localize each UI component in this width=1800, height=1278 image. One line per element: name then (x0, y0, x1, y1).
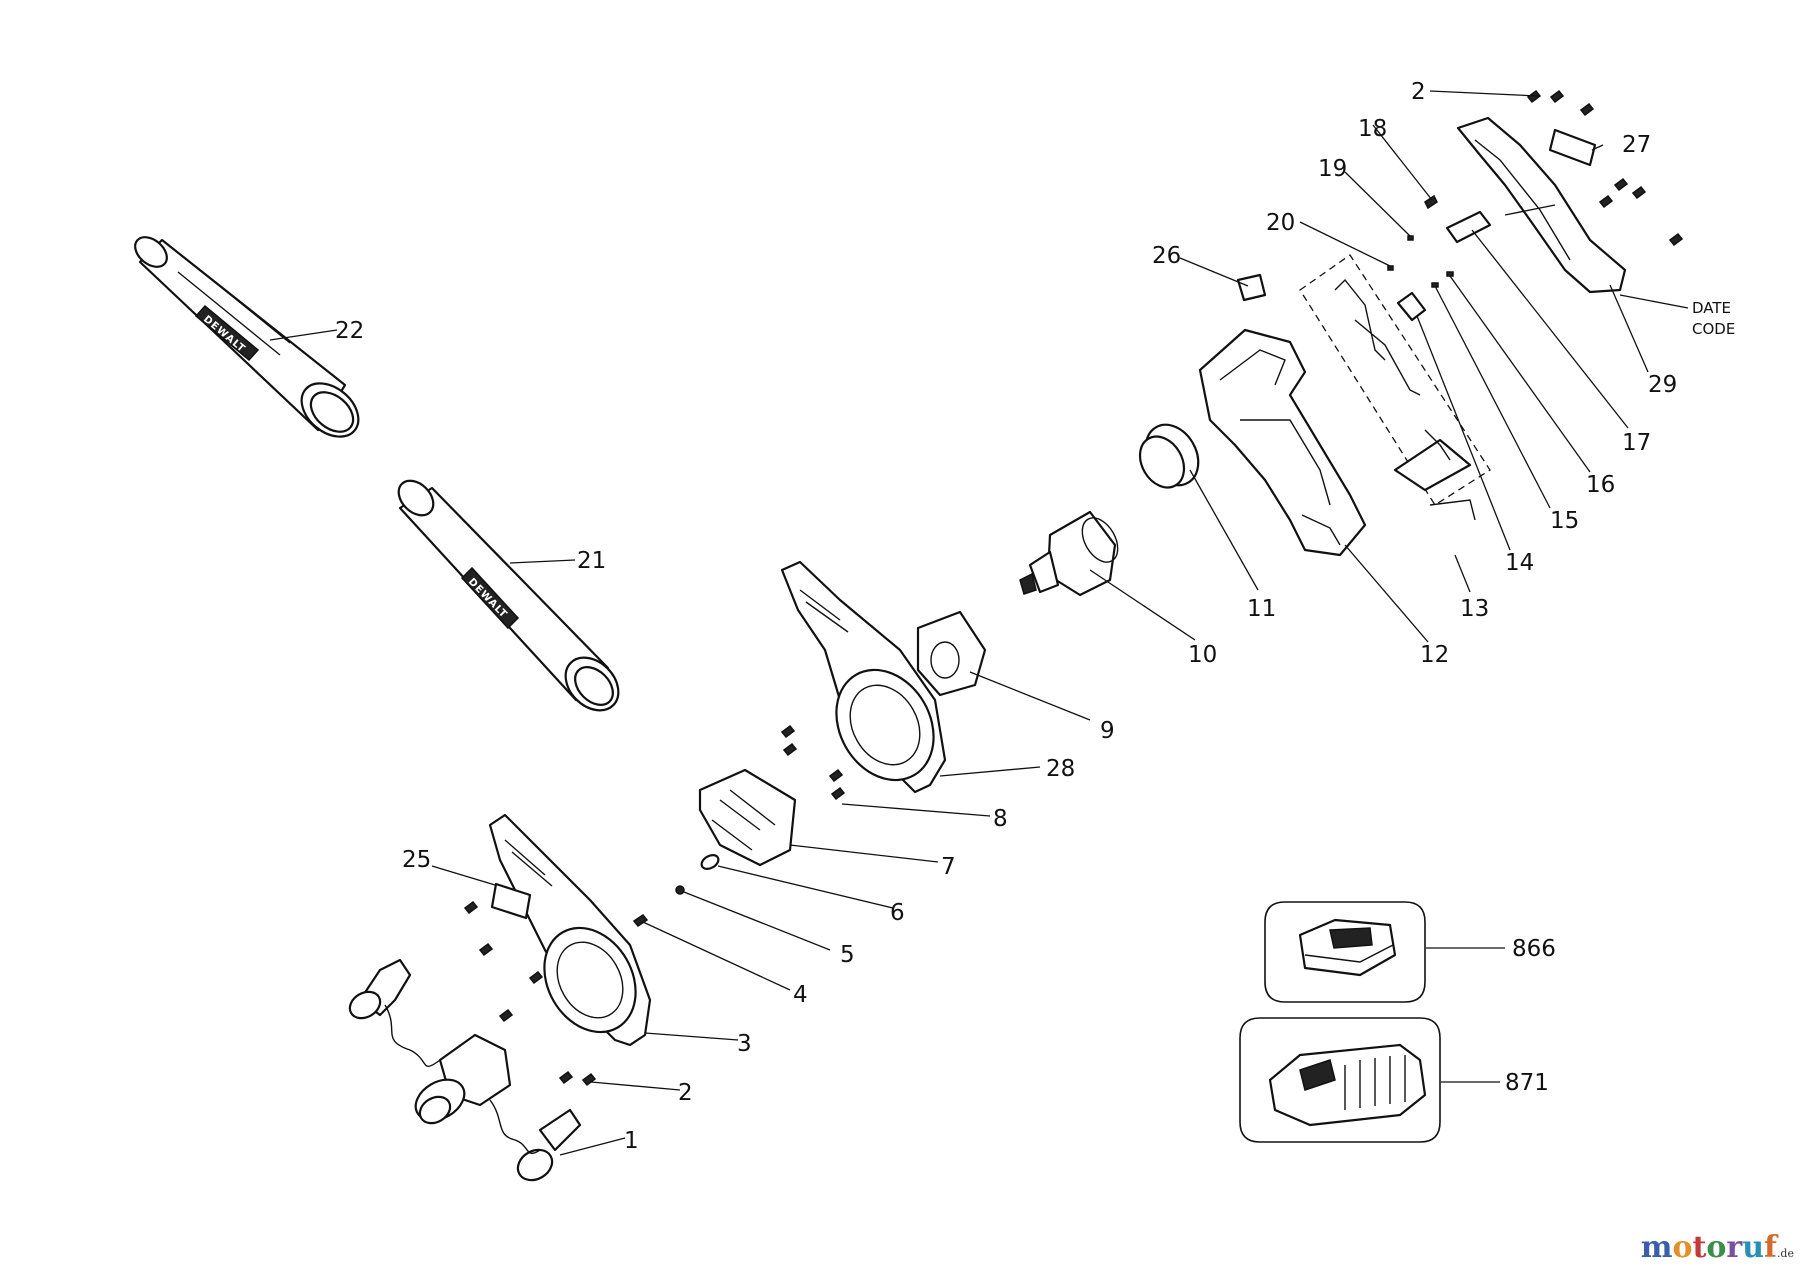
callout-14: 14 (1505, 550, 1534, 576)
callout-15: 15 (1550, 508, 1579, 534)
callout-8: 8 (993, 806, 1008, 832)
callout-866: 866 (1512, 936, 1556, 962)
watermark-tld: .de (1776, 1247, 1794, 1260)
callout-22: 22 (335, 318, 364, 344)
part-1-inflator-adapters (348, 958, 582, 1182)
part-11-ring (1138, 423, 1200, 489)
date-code-line1: DATE (1692, 299, 1731, 317)
callout-12: 12 (1420, 642, 1449, 668)
part-21-short-tube: DEWALT (397, 479, 620, 712)
screws-top (1526, 89, 1684, 247)
watermark-letter: o (1706, 1230, 1727, 1265)
watermark-letter: r (1726, 1230, 1743, 1265)
callout-2-top: 2 (1411, 79, 1426, 105)
callout-10: 10 (1188, 642, 1217, 668)
part-20-pin (1387, 265, 1394, 271)
part-3-front-housing (488, 813, 652, 1047)
part-6-washer (700, 854, 720, 870)
part-29-handle-cover (1456, 116, 1627, 294)
callout-871: 871 (1505, 1070, 1549, 1096)
callout-25: 25 (402, 847, 431, 873)
callout-20: 20 (1266, 210, 1295, 236)
watermark-letter: u (1742, 1230, 1765, 1265)
part-26-label (1236, 273, 1267, 302)
callout-13: 13 (1460, 596, 1489, 622)
callout-11: 11 (1247, 596, 1276, 622)
part-12-handle-housing (1198, 328, 1367, 557)
callout-3: 3 (737, 1031, 752, 1057)
watermark-letter: f (1764, 1230, 1777, 1265)
callout-19: 19 (1318, 156, 1347, 182)
part-4-screw (632, 913, 649, 928)
accessory-866-battery (1264, 901, 1426, 1003)
accessory-871-charger (1239, 1017, 1441, 1143)
callout-28: 28 (1046, 756, 1075, 782)
date-code-line2: CODE (1692, 320, 1735, 338)
part-17-trigger (1445, 210, 1492, 244)
part-28-housing-half (780, 560, 947, 794)
callout-labels: 2 27 18 19 20 26 22 21 DATE CODE 29 17 1… (335, 79, 1735, 1154)
part-16-pin (1446, 271, 1454, 277)
callout-2-bottom: 2 (678, 1080, 693, 1106)
part-22-nozzle-tube: DEWALT (134, 236, 360, 438)
part-19-pin (1407, 235, 1414, 241)
part-7-impeller (698, 768, 797, 867)
callout-7: 7 (941, 854, 956, 880)
callout-29: 29 (1648, 372, 1677, 398)
callout-17: 17 (1622, 430, 1651, 456)
part-14-switch-cap (1396, 291, 1427, 322)
callout-27: 27 (1622, 132, 1651, 158)
callout-21: 21 (577, 548, 606, 574)
callout-18: 18 (1358, 116, 1387, 142)
callout-6: 6 (890, 900, 905, 926)
part-10-motor (1019, 510, 1119, 597)
part-8-screws (780, 724, 846, 801)
part-27-label (1548, 128, 1597, 167)
motoruf-watermark: motoruf.de (1641, 1230, 1794, 1265)
callout-1: 1 (624, 1128, 639, 1154)
callout-5: 5 (840, 942, 855, 968)
callout-4: 4 (793, 982, 808, 1008)
callout-9: 9 (1100, 718, 1115, 744)
watermark-letter: m (1640, 1230, 1673, 1265)
watermark-letter: o (1672, 1230, 1693, 1265)
part-9-motor-sleeve (916, 610, 987, 697)
part-25-label (490, 882, 532, 920)
watermark-letter: t (1692, 1230, 1707, 1265)
callout-26: 26 (1152, 243, 1181, 269)
screws-left (463, 900, 597, 1087)
part-13-switch-assembly-group (1299, 254, 1491, 521)
part-5-nut (675, 885, 685, 895)
leader-lines (269, 90, 1689, 1156)
callout-16: 16 (1586, 472, 1615, 498)
